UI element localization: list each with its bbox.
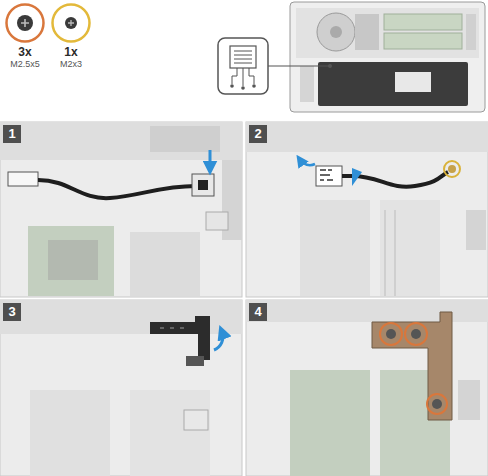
screw-ring [5, 3, 45, 43]
step-number: 2 [249, 125, 267, 143]
step-number: 1 [3, 125, 21, 143]
step-number: 3 [3, 303, 21, 321]
screw-legend: 3xM2.5x5 [2, 3, 48, 70]
screw-ring [51, 3, 91, 43]
callout-number: 4 [249, 303, 267, 321]
laptop-overview [290, 2, 485, 112]
step-photo [246, 300, 488, 476]
step-photo [0, 300, 242, 476]
callout-number: 2 [249, 125, 267, 143]
step-photo [246, 122, 488, 297]
screw-size: M2x3 [48, 59, 94, 70]
screw-size: M2.5x5 [2, 59, 48, 70]
callout-number: 3 [3, 303, 21, 321]
step-number: 4 [249, 303, 267, 321]
callout-number: 1 [3, 125, 21, 143]
component-icon [218, 38, 332, 94]
screw-count: 3x [2, 45, 48, 59]
screw-count: 1x [48, 45, 94, 59]
step-photo [0, 122, 242, 297]
screw-icon [17, 15, 77, 31]
screw-legend: 1xM2x3 [48, 3, 94, 70]
